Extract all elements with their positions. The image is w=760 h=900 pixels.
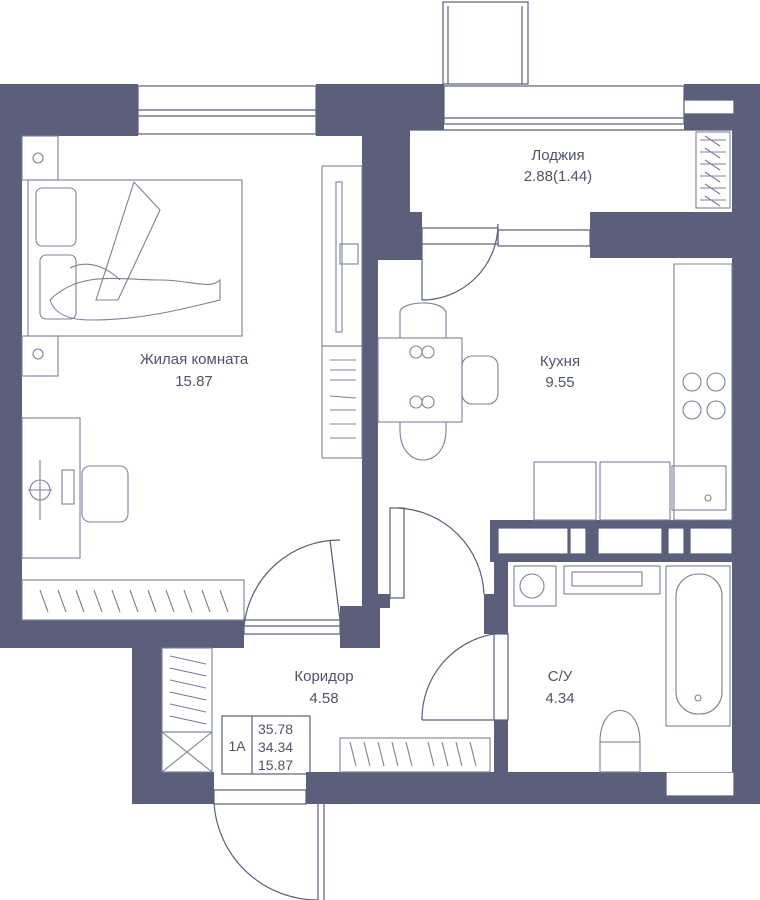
living-room-name: Жилая комната: [140, 351, 249, 368]
kitchen-name: Кухня: [540, 353, 580, 370]
bathroom-fixtures: [421, 527, 733, 773]
apartment-type: 1А: [228, 738, 246, 754]
bathroom-name: С/У: [548, 668, 573, 685]
walls: [0, 84, 760, 804]
loggia-area: 2.88(1.44): [524, 168, 592, 185]
corridor-furniture: [161, 647, 491, 900]
door-kitchen: [389, 507, 485, 599]
living-furniture: [21, 135, 363, 621]
windows: [137, 85, 735, 797]
area-without-loggia: 34.34: [258, 739, 293, 755]
bathroom-area: 4.34: [545, 690, 574, 707]
balcony-frame: [442, 1, 529, 85]
total-area: 35.78: [258, 721, 293, 737]
living-area-total: 15.87: [258, 757, 293, 773]
room-labels: Лоджия 2.88(1.44) Жилая комната 15.87 Ку…: [140, 147, 592, 707]
kitchen-furniture: [377, 263, 733, 521]
kitchen-area: 9.55: [545, 374, 574, 391]
summary-table: 1А 35.78 34.34 15.87: [221, 715, 311, 775]
corridor-area: 4.58: [309, 690, 338, 707]
door-loggia: [421, 223, 499, 301]
door-living: [243, 539, 341, 635]
loggia-name: Лоджия: [531, 147, 584, 164]
loggia: [410, 129, 732, 212]
corridor-name: Коридор: [294, 668, 353, 685]
living-room-area: 15.87: [175, 373, 213, 390]
